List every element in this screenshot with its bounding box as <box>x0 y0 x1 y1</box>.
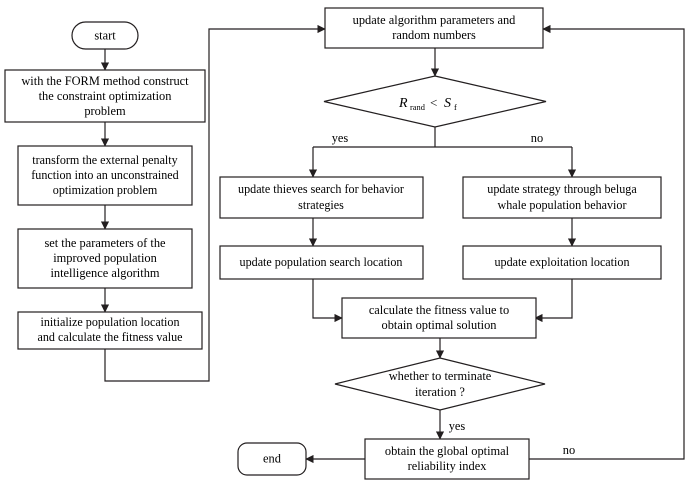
calculate-fitness-shape <box>341 297 537 339</box>
initialize-population-shape <box>17 311 203 350</box>
transform-penalty-line-2: function into an unconstrained <box>31 168 178 182</box>
set-parameters-line-3: intelligence algorithm <box>50 266 159 280</box>
edge-terminate-no-loopback <box>529 24 685 460</box>
end-label: end <box>263 451 282 465</box>
initialize-population-line-2: and calculate the fitness value <box>37 330 182 344</box>
start-shape <box>71 21 139 50</box>
set-parameters-line-1: set the parameters of the <box>44 236 166 250</box>
end-shape <box>237 442 307 476</box>
set-parameters-line-2: improved population <box>53 251 157 265</box>
node-update-thieves[interactable]: update thieves search for behavior strat… <box>219 176 424 219</box>
node-initialize-population[interactable]: initialize population location and calcu… <box>17 311 203 350</box>
decision-rand-var1: R <box>398 96 408 111</box>
calculate-fitness-line-2: obtain optimal solution <box>382 318 497 332</box>
label-no-branch: no <box>531 131 543 145</box>
decision-terminate-line-1: whether to terminate <box>389 369 492 383</box>
form-construct-line-2: the constraint optimization <box>39 89 172 103</box>
node-decision-terminate[interactable]: whether to terminate iteration ? <box>334 357 546 411</box>
label-yes-branch: yes <box>332 131 349 145</box>
form-construct-shape <box>4 69 206 123</box>
update-exploitation-shape <box>462 245 662 280</box>
update-thieves-line-1: update thieves search for behavior <box>238 182 404 196</box>
node-update-beluga[interactable]: update strategy through beluga whale pop… <box>462 176 662 219</box>
node-update-algorithm[interactable]: update algorithm parameters and random n… <box>324 7 544 49</box>
edge-popsearch-to-calcfitness <box>312 279 343 323</box>
node-transform-penalty[interactable]: transform the external penalty function … <box>17 145 193 206</box>
obtain-index-line-1: obtain the global optimal <box>385 444 510 458</box>
decision-terminate-line-2: iteration ? <box>415 385 465 399</box>
node-start[interactable]: start <box>71 21 139 50</box>
update-thieves-shape <box>219 176 424 219</box>
decision-rand-sub1: rand <box>410 103 426 112</box>
update-algorithm-shape <box>324 7 544 49</box>
start-label: start <box>94 28 116 42</box>
initialize-population-line-1: initialize population location <box>40 315 179 329</box>
edge-exploitation-to-calcfitness <box>534 279 573 323</box>
update-population-search-line-1: update population search location <box>240 255 403 269</box>
set-parameters-shape <box>17 228 193 289</box>
update-algorithm-line-2: random numbers <box>392 28 476 42</box>
update-beluga-shape <box>462 176 662 219</box>
decision-terminate-shape <box>334 357 546 411</box>
form-construct-line-1: with the FORM method construct <box>21 74 189 88</box>
obtain-index-line-2: reliability index <box>408 459 488 473</box>
update-algorithm-line-1: update algorithm parameters and <box>353 13 517 27</box>
decision-rand-shape <box>323 75 547 128</box>
label-terminate-no: no <box>563 443 575 457</box>
decision-rand-var2: S <box>444 96 451 111</box>
update-beluga-line-2: whale population behavior <box>498 198 627 212</box>
decision-rand-sub2: f <box>454 103 457 112</box>
transform-penalty-line-1: transform the external penalty <box>32 153 177 167</box>
update-population-search-shape <box>219 245 424 280</box>
label-terminate-yes: yes <box>449 419 466 433</box>
edges-layer <box>100 24 685 464</box>
transform-penalty-line-3: optimization problem <box>53 183 158 197</box>
transform-penalty-shape <box>17 145 193 206</box>
node-obtain-index[interactable]: obtain the global optimal reliability in… <box>364 438 530 480</box>
obtain-index-shape <box>364 438 530 480</box>
node-end[interactable]: end <box>237 442 307 476</box>
update-beluga-line-1: update strategy through beluga <box>487 182 637 196</box>
decision-rand-operator: < <box>430 95 437 110</box>
update-exploitation-line-1: update exploitation location <box>494 255 629 269</box>
form-construct-line-3: problem <box>84 104 126 118</box>
node-update-exploitation[interactable]: update exploitation location <box>462 245 662 280</box>
node-decision-rand[interactable]: R rand < S f <box>323 75 547 128</box>
node-calculate-fitness[interactable]: calculate the fitness value to obtain op… <box>341 297 537 339</box>
update-thieves-line-2: strategies <box>298 198 344 212</box>
calculate-fitness-line-1: calculate the fitness value to <box>369 303 509 317</box>
node-set-parameters[interactable]: set the parameters of the improved popul… <box>17 228 193 289</box>
node-form-construct[interactable]: with the FORM method construct the const… <box>4 69 206 123</box>
edge-initialize-to-update-algorithm <box>104 24 326 382</box>
node-update-population-search[interactable]: update population search location <box>219 245 424 280</box>
